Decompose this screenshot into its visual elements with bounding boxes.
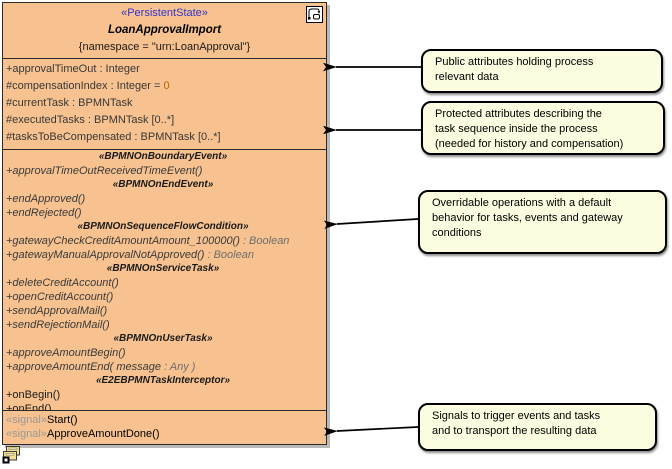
class-header: «PersistentState» LoanApprovalImport {na… <box>3 3 326 58</box>
return-type: : Any ) <box>161 361 196 373</box>
class-loanapprovalimport[interactable]: «PersistentState» LoanApprovalImport {na… <box>2 2 327 445</box>
attribute-initial-value: 0 <box>163 80 170 92</box>
hyperlink-badge-icon[interactable] <box>2 446 24 464</box>
note-overridable-operations[interactable]: Overridable operations with a default be… <box>418 190 667 254</box>
signal-name: ApproveAmountDone() <box>46 428 160 440</box>
class-name: LoanApprovalImport <box>107 24 222 36</box>
return-type: : Boolean <box>239 235 290 247</box>
attribute-row: #tasksToBeCompensated : BPMNTask [0..*] <box>6 131 221 143</box>
operation-row: +onBegin() <box>6 389 61 401</box>
note-protected-attributes[interactable]: Protected attributes describing the task… <box>421 101 665 155</box>
operation-stereotype: «BPMNOnBoundaryEvent» <box>98 151 228 162</box>
operation-row: +openCreditAccount() <box>6 291 114 303</box>
operation-row: +approveAmountBegin() <box>6 347 126 359</box>
operation-stereotype: «BPMNOnSequenceFlowCondition» <box>77 221 249 232</box>
signal-row: «signal»Start() <box>6 413 326 427</box>
signal-name: Start() <box>46 414 78 426</box>
operation-row: +approveAmountEnd( message : Any ) <box>6 361 196 373</box>
attribute-row: +approvalTimeOut : Integer <box>6 63 140 75</box>
note-public-attributes[interactable]: Public attributes holding process releva… <box>421 49 663 93</box>
operation-row: +sendRejectionMail() <box>6 319 110 331</box>
anchor-arrow[interactable] <box>323 426 419 436</box>
attribute-row: #executedTasks : BPMNTask [0..*] <box>6 114 175 126</box>
operations-compartment: «BPMNOnBoundaryEvent» +approvalTimeOutRe… <box>3 149 326 410</box>
operation-stereotype: «BPMNOnUserTask» <box>113 333 213 344</box>
operation-stereotype: «E2EBPMNTaskInterceptor» <box>95 375 231 386</box>
operation-stereotype: «BPMNOnEndEvent» <box>112 179 214 190</box>
class-stereotype: «PersistentState» <box>121 7 208 19</box>
attribute-row: #currentTask : BPMNTask <box>6 97 133 109</box>
signal-keyword: «signal» <box>6 414 47 426</box>
operation-stereotype: «BPMNOnServiceTask» <box>106 263 220 274</box>
signals-compartment: «signal»Start() «signal»ApproveAmountDon… <box>3 410 326 444</box>
operation-row: +sendApprovalMail() <box>6 305 108 317</box>
signal-keyword: «signal» <box>6 428 47 440</box>
return-type: : Boolean <box>204 249 254 261</box>
signal-row: «signal»ApproveAmountDone() <box>6 427 326 441</box>
statechart-diagram-icon[interactable] <box>306 6 323 23</box>
operation-row: +endRejected() <box>6 207 82 219</box>
class-namespace: {namespace = "urn:LoanApproval"} <box>78 41 251 53</box>
operation-row: +endApproved() <box>6 193 86 205</box>
operation-row: +approvalTimeOutReceivedTimeEvent() <box>6 165 203 177</box>
operation-row: +deleteCreditAccount() <box>6 277 119 289</box>
operation-row: +gatewayCheckCreditAmountAmount_100000()… <box>6 235 290 247</box>
note-signals[interactable]: Signals to trigger events and tasks and … <box>418 403 657 451</box>
operation-row: +onEnd() <box>6 403 52 410</box>
operation-row: +gatewayManualApprovalNotApproved() : Bo… <box>6 249 254 261</box>
attribute-row: #compensationIndex : Integer = 0 <box>6 80 170 92</box>
attributes-compartment: +approvalTimeOut : Integer #compensation… <box>3 58 326 149</box>
anchor-arrow[interactable] <box>323 218 419 229</box>
